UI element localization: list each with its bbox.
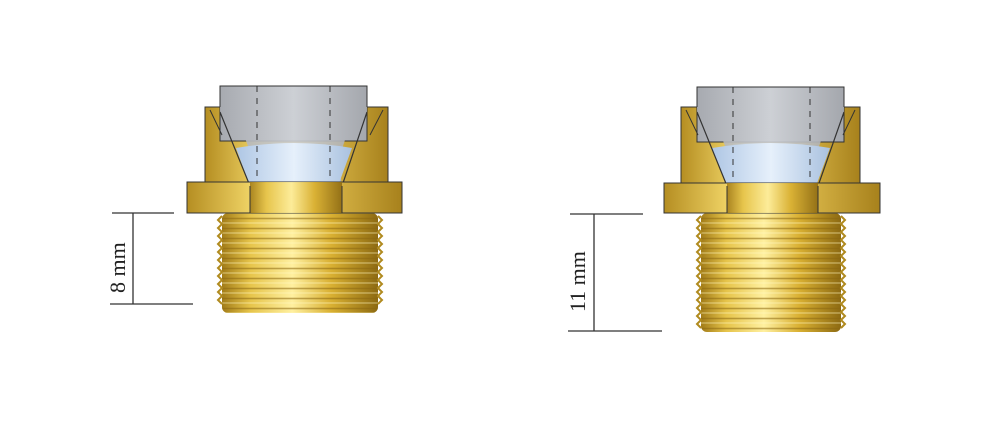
fitting-left: [186, 85, 403, 313]
dimension-right: [568, 213, 662, 332]
dimension-label-right: 11 mm: [565, 251, 590, 312]
fitting-right: [663, 86, 881, 332]
dimension-label-left: 8 mm: [105, 242, 130, 293]
thread-body-left: [216, 213, 384, 313]
thread-body-right: [695, 213, 847, 332]
dimension-left: [110, 212, 193, 305]
